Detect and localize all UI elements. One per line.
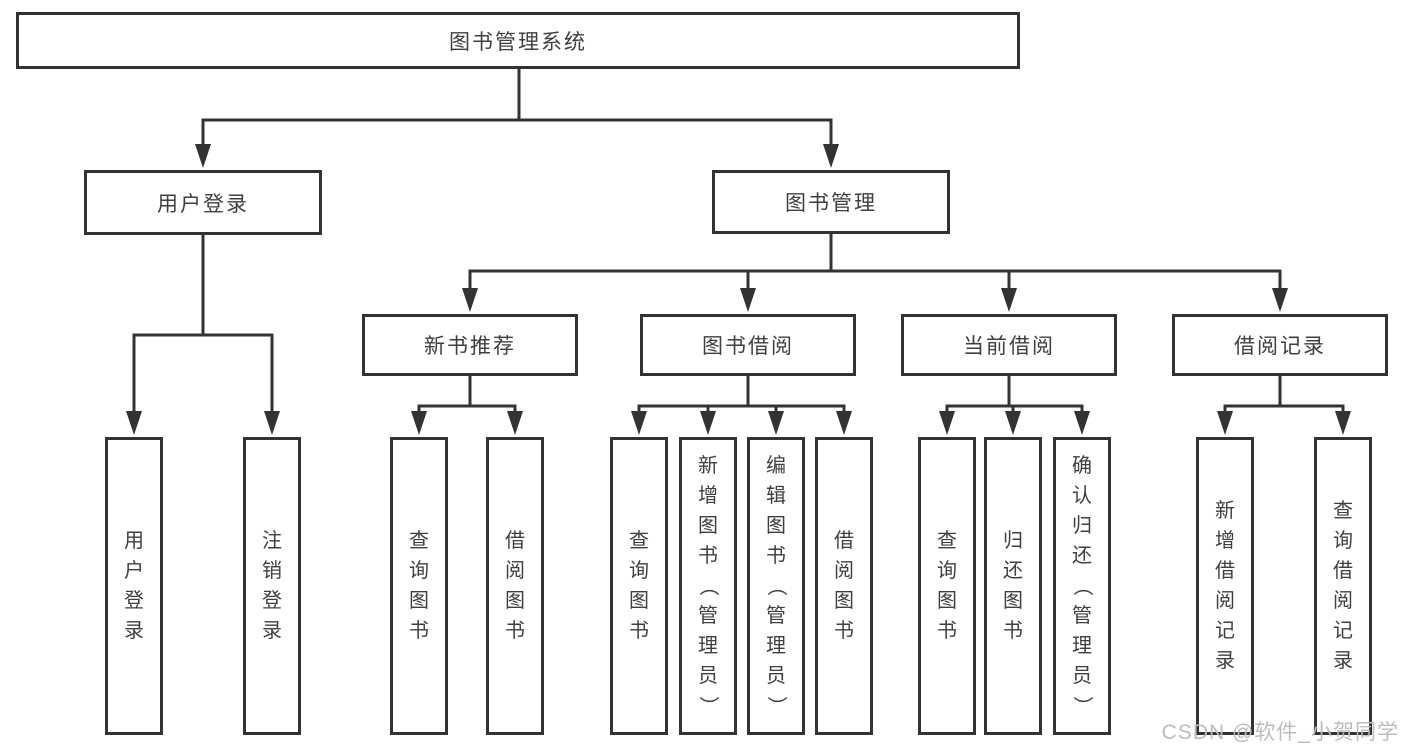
arrowhead [1005,411,1021,435]
arrowhead [700,411,716,435]
connector-root-to-level2 [195,69,839,168]
arrowhead [126,411,142,435]
node-root-system: 图书管理系统 [16,12,1020,69]
leaf-return-book: 归还图书 [984,437,1042,735]
arrowhead [1074,411,1090,435]
connector-record-to-leaves [1217,376,1351,435]
node-label: 当前借阅 [963,335,1055,358]
leaf-query-book-2: 查询图书 [610,437,668,735]
leaf-user-login: 用户登录 [105,437,163,735]
arrowhead [195,144,211,168]
arrowhead [768,411,784,435]
node-borrow-record: 借阅记录 [1172,314,1388,376]
leaf-add-borrow-record: 新增借阅记录 [1196,437,1254,735]
node-label: 借阅记录 [1234,335,1326,358]
connector-current-to-leaves [939,376,1090,435]
leaf-logout: 注销登录 [243,437,301,735]
node-user-login: 用户登录 [84,170,322,235]
connector-borrow-to-leaves [631,376,852,435]
node-current-borrow: 当前借阅 [901,314,1117,376]
arrowhead [264,411,280,435]
leaf-add-book-admin: 新增图书（管理员） [679,437,737,735]
leaf-query-book-1: 查询图书 [390,437,448,735]
leaf-edit-book-admin: 编辑图书（管理员） [747,437,805,735]
csdn-watermark: CSDN @软件_小贺同学 [1161,721,1399,744]
arrowhead [507,411,523,435]
node-label: 新书推荐 [424,335,516,358]
node-book-borrow: 图书借阅 [640,314,856,376]
leaf-query-book-3: 查询图书 [918,437,976,735]
node-label: 图书管理系统 [449,30,587,54]
arrowhead [631,411,647,435]
arrowhead [411,411,427,435]
leaf-confirm-return-admin: 确认归还（管理员） [1053,437,1111,735]
arrowhead [462,288,478,312]
arrowhead [939,411,955,435]
leaf-borrow-book-2: 借阅图书 [815,437,873,735]
arrowhead [823,144,839,168]
connector-bookmgmt-to-level3 [462,234,1288,312]
node-label: 用户登录 [157,192,249,216]
connector-newbook-to-leaves [411,376,523,435]
connector-userlogin-to-leaves [126,235,280,435]
node-book-management: 图书管理 [712,170,950,234]
arrowhead [1335,411,1351,435]
arrowhead [1217,411,1233,435]
arrowhead [740,288,756,312]
leaf-borrow-book-1: 借阅图书 [486,437,544,735]
arrowhead [1001,288,1017,312]
node-label: 图书借阅 [702,335,794,358]
arrowhead [836,411,852,435]
leaf-query-borrow-record: 查询借阅记录 [1314,437,1372,735]
arrowhead [1272,288,1288,312]
node-new-book-recommend: 新书推荐 [362,314,578,376]
node-label: 图书管理 [785,192,877,215]
